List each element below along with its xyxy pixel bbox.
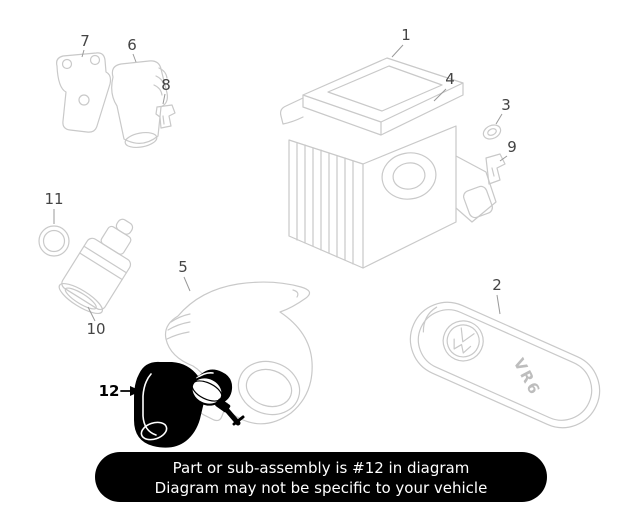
hose-clamp-band bbox=[191, 380, 223, 402]
housing-flange bbox=[455, 155, 497, 223]
part-6-air-duct bbox=[111, 60, 168, 149]
duct-outline bbox=[111, 60, 168, 144]
hose-opening bbox=[140, 421, 168, 441]
callout-5: 5 bbox=[178, 258, 188, 276]
logo-v bbox=[460, 327, 475, 343]
seal-inner bbox=[42, 229, 66, 253]
bracket-outline bbox=[56, 52, 112, 133]
leader-3 bbox=[495, 113, 503, 125]
part-7-bracket bbox=[56, 52, 112, 133]
callout-8: 8 bbox=[161, 76, 171, 94]
sensor-cap bbox=[115, 218, 134, 235]
vw-logo-icon bbox=[442, 320, 484, 362]
housing-right-face bbox=[362, 125, 457, 269]
hose-neck-band bbox=[196, 372, 214, 379]
callout-2: 2 bbox=[492, 276, 502, 294]
part-11-seal-ring bbox=[38, 225, 70, 257]
logo-w bbox=[453, 338, 472, 354]
lid-snout bbox=[279, 97, 304, 125]
leader-8 bbox=[162, 93, 166, 105]
cover-outline bbox=[409, 301, 601, 429]
housing-left-face bbox=[288, 139, 364, 269]
leader-9 bbox=[499, 155, 508, 162]
intake-duct-ribs bbox=[166, 313, 191, 340]
callout-1: 1 bbox=[401, 26, 411, 44]
leader-4 bbox=[433, 88, 447, 102]
seal-outer bbox=[38, 225, 70, 257]
part-1-air-cleaner-assembly bbox=[279, 57, 497, 269]
throttle-opening bbox=[381, 152, 437, 200]
bracket-hole bbox=[78, 94, 90, 106]
callout-12: 12 bbox=[99, 382, 120, 400]
highlight-arrow-head bbox=[130, 386, 141, 396]
vr6-badge: VR6 bbox=[510, 355, 544, 398]
info-banner: Part or sub-assembly is #12 in diagram D… bbox=[95, 452, 547, 502]
sensor-connector bbox=[100, 225, 132, 255]
clip-outline bbox=[155, 104, 176, 129]
callout-3: 3 bbox=[501, 96, 511, 114]
callout-10: 10 bbox=[86, 320, 105, 338]
leader-7 bbox=[81, 49, 85, 58]
retainer-slot bbox=[491, 167, 495, 177]
hose-inner-contour bbox=[142, 373, 157, 436]
leader-5 bbox=[183, 276, 191, 292]
cover-end-rib bbox=[422, 306, 438, 333]
leader-1 bbox=[391, 44, 404, 58]
banner-line-2: Diagram may not be specific to your vehi… bbox=[155, 479, 488, 497]
part-3-grommet bbox=[482, 124, 502, 140]
intake-opening bbox=[237, 360, 301, 416]
retainer-outline bbox=[485, 153, 506, 185]
flange-pad bbox=[463, 185, 493, 219]
lid-rim bbox=[302, 82, 464, 136]
callout-6: 6 bbox=[127, 36, 137, 54]
part-10-air-flow-sensor bbox=[58, 218, 134, 314]
grommet-outline bbox=[482, 124, 502, 140]
logo-outer-ring bbox=[442, 320, 484, 362]
part-8-clip bbox=[155, 104, 176, 129]
banner-background bbox=[95, 452, 547, 502]
lid-top bbox=[302, 57, 464, 123]
callout-4: 4 bbox=[445, 70, 455, 88]
part-2-engine-cover: VR6 bbox=[409, 301, 601, 429]
callout-9: 9 bbox=[507, 138, 517, 156]
filter-element bbox=[327, 65, 443, 112]
throttle-opening-inner bbox=[392, 162, 426, 190]
callout-7: 7 bbox=[80, 32, 90, 50]
cover-inner bbox=[417, 309, 593, 421]
clamp-screw-head bbox=[232, 415, 245, 426]
logo-inner-ring bbox=[446, 324, 480, 358]
part-12-breather-hose bbox=[134, 361, 245, 448]
intake-branch-mouth bbox=[292, 289, 299, 298]
leader-2 bbox=[496, 294, 501, 315]
leader-6 bbox=[132, 53, 137, 63]
grommet-inner bbox=[487, 128, 497, 136]
sensor-opening-inner bbox=[64, 287, 97, 310]
housing-slats bbox=[296, 142, 354, 265]
part-5-intake-duct bbox=[164, 281, 313, 425]
intake-opening-inner bbox=[245, 368, 293, 408]
callout-11: 11 bbox=[44, 190, 63, 208]
bracket-hole bbox=[61, 58, 73, 70]
sensor-opening bbox=[58, 283, 104, 314]
duct-ribs bbox=[153, 67, 168, 96]
part-9-retainer bbox=[485, 153, 506, 185]
leader-10 bbox=[87, 306, 96, 322]
bracket-hole bbox=[89, 54, 101, 66]
clip-slot bbox=[162, 115, 165, 125]
intake-duct-outline bbox=[164, 281, 313, 425]
sensor-flange-rings bbox=[79, 245, 127, 281]
banner-line-1: Part or sub-assembly is #12 in diagram bbox=[173, 459, 470, 477]
duct-opening bbox=[124, 131, 158, 149]
